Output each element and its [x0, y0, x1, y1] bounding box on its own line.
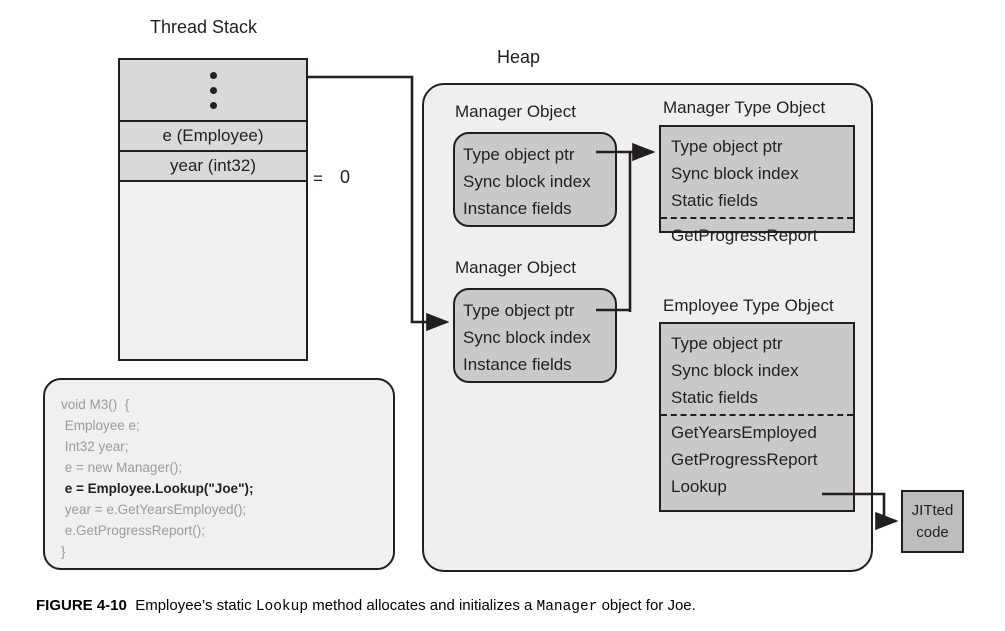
year-value: 0	[340, 167, 351, 187]
ellipsis-dot-icon	[209, 101, 217, 109]
caption-text-3: object for Joe.	[597, 597, 696, 614]
manager-object-2-caption: Manager Object	[455, 258, 576, 277]
code-line: e.GetProgressReport();	[61, 523, 206, 538]
type-method-row: GetProgressReport	[671, 226, 818, 245]
jitted-code-box: JITted code	[901, 490, 964, 553]
thread-stack-title: Thread Stack	[150, 17, 258, 37]
stack-slot-label: e (Employee)	[162, 126, 264, 145]
caption-text-2: method allocates and initializes a	[308, 597, 537, 614]
caption-mono-manager: Manager	[536, 599, 598, 615]
figure-number: FIGURE 4-10	[36, 597, 127, 614]
object-row: Type object ptr	[463, 145, 575, 164]
stack-slot-label: year (int32)	[170, 156, 256, 175]
code-line: Employee e;	[61, 418, 140, 433]
type-method-row: GetYearsEmployed	[671, 423, 817, 442]
type-field-row: Type object ptr	[671, 334, 783, 353]
manager-type-object-caption: Manager Type Object	[663, 98, 826, 117]
heap-title: Heap	[497, 47, 541, 67]
manager-object-2: Type object ptr Sync block index Instanc…	[453, 288, 617, 383]
stack-slot-year: year (int32)	[120, 152, 306, 182]
caption-text-1: Employee’s static	[135, 597, 256, 614]
object-row: Instance fields	[463, 355, 572, 374]
type-method-row: GetProgressReport	[671, 450, 818, 469]
jitted-code-line-2: code	[916, 523, 949, 541]
object-row: Sync block index	[463, 172, 591, 191]
ellipsis-dot-icon	[209, 71, 217, 79]
stack-ellipsis-cell	[120, 60, 306, 122]
type-field-row: Type object ptr	[671, 137, 783, 156]
fields-methods-divider	[661, 414, 853, 416]
figure-caption: FIGURE 4-10 Employee’s static Lookup met…	[36, 597, 696, 615]
type-field-row: Static fields	[671, 191, 758, 210]
type-field-row: Static fields	[671, 388, 758, 407]
type-field-row: Sync block index	[671, 361, 799, 380]
object-row: Type object ptr	[463, 301, 575, 320]
manager-object-1: Type object ptr Sync block index Instanc…	[453, 132, 617, 227]
manager-type-object: Type object ptr Sync block index Static …	[659, 125, 855, 245]
fields-methods-divider	[661, 217, 853, 219]
code-line: e = new Manager();	[61, 460, 183, 475]
manager-object-1-caption: Manager Object	[455, 102, 576, 121]
code-snippet-box: void M3() { Employee e; Int32 year; e = …	[43, 378, 395, 570]
type-method-row: Lookup	[671, 477, 727, 496]
employee-type-object: Type object ptr Sync block index Static …	[659, 322, 855, 512]
year-equals-sign: =	[313, 169, 323, 188]
stack-slot-e: e (Employee)	[120, 122, 306, 152]
object-row: Sync block index	[463, 328, 591, 347]
caption-mono-lookup: Lookup	[255, 599, 309, 615]
code-line: }	[61, 544, 66, 559]
jitted-code-line-1: JITted	[911, 501, 954, 519]
type-field-row: Sync block index	[671, 164, 799, 183]
code-line: void M3() {	[61, 397, 130, 412]
code-line: year = e.GetYearsEmployed();	[61, 502, 247, 517]
object-row: Instance fields	[463, 199, 572, 218]
ellipsis-dot-icon	[209, 86, 217, 94]
code-line: Int32 year;	[61, 439, 129, 454]
code-line-highlighted: e = Employee.Lookup("Joe");	[61, 481, 254, 496]
thread-stack-box: e (Employee) year (int32)	[118, 58, 308, 361]
employee-type-object-caption: Employee Type Object	[663, 296, 834, 315]
